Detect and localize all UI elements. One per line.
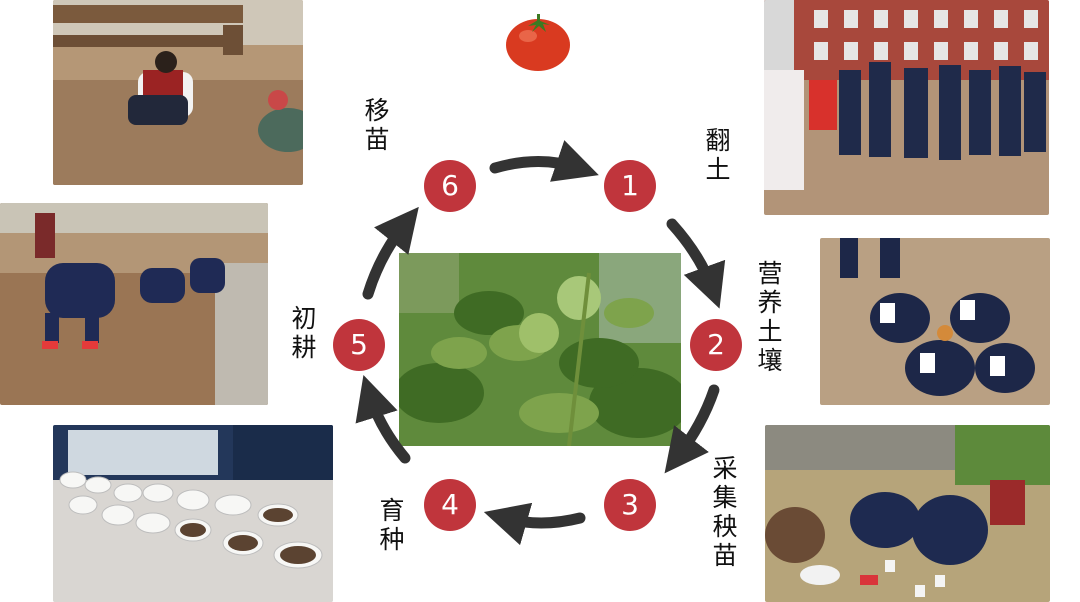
step-node-1: 1 — [604, 160, 656, 212]
arrow-5-to-6 — [362, 206, 419, 300]
step-node-4: 4 — [424, 479, 476, 531]
step-node-3: 3 — [604, 479, 656, 531]
step-label-1: 翻土 — [702, 127, 731, 185]
photo-collect-seedlings — [765, 425, 1050, 602]
arrow-4-to-5 — [355, 375, 411, 464]
arrow-1-to-2 — [666, 218, 726, 309]
photo-first-tillage — [0, 203, 268, 405]
arrow-3-to-4 — [483, 502, 586, 546]
step-node-6: 6 — [424, 160, 476, 212]
step-node-2: 2 — [690, 319, 742, 371]
step-label-6: 移苗 — [361, 97, 390, 155]
center-tomato-plant-photo — [399, 253, 681, 446]
photo-transplant — [53, 0, 303, 185]
photo-breeding — [53, 425, 333, 602]
step-label-3: 采集秧苗 — [709, 455, 738, 571]
step-label-5: 初耕 — [288, 305, 317, 363]
step-label-4: 育种 — [376, 497, 405, 555]
arrow-6-to-1 — [489, 140, 599, 182]
arrow-2-to-3 — [664, 384, 720, 474]
photo-turn-soil — [764, 0, 1049, 215]
photo-nutrient-soil — [820, 238, 1050, 405]
tomato-icon — [506, 14, 570, 71]
step-label-2: 营养土壤 — [754, 260, 783, 376]
step-node-5: 5 — [333, 319, 385, 371]
